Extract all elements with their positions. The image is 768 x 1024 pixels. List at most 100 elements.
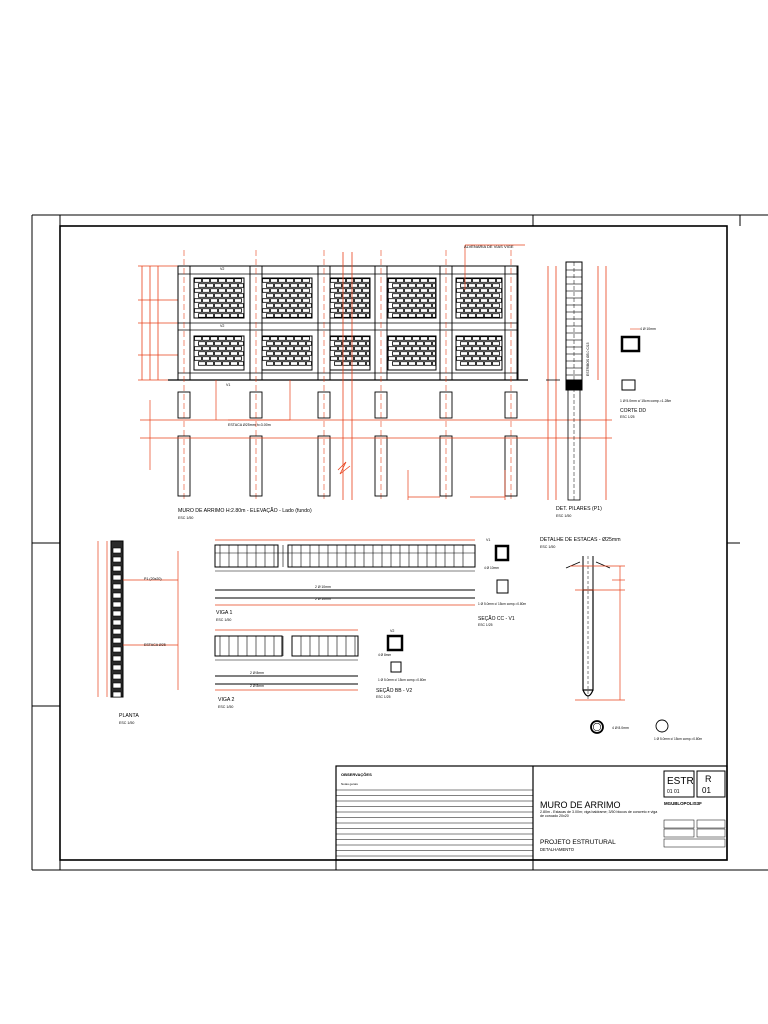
brick: [266, 293, 274, 298]
brick: [416, 283, 424, 288]
brick: [408, 313, 416, 318]
brick: [416, 361, 424, 366]
brick: [456, 356, 464, 361]
brick: [226, 336, 234, 341]
brick: [238, 341, 244, 346]
brick: [346, 298, 354, 303]
brick: [214, 341, 222, 346]
pile-body: [565, 556, 611, 700]
beam-2-detail: 2 Ø 8mm 2 Ø 8mm VIGA 2 ESC 1/50: [214, 629, 359, 709]
brick: [366, 351, 370, 356]
brick: [416, 293, 424, 298]
pile-detail-scale: ESC 1/50: [540, 545, 555, 549]
brick: [472, 288, 480, 293]
brick: [428, 278, 436, 283]
brick: [496, 308, 502, 313]
brick: [290, 313, 298, 318]
plan-mark: [112, 691, 122, 698]
brick: [210, 346, 218, 351]
brick: [424, 293, 432, 298]
brick: [338, 298, 346, 303]
plan-mark: [112, 673, 122, 680]
brick: [210, 336, 218, 341]
brick: [274, 361, 282, 366]
brick: [282, 313, 290, 318]
brick: [358, 303, 366, 308]
brick: [432, 303, 436, 308]
brick: [214, 361, 222, 366]
brick: [346, 288, 354, 293]
brick: [198, 361, 206, 366]
brick: [480, 308, 488, 313]
beam-2-scale: ESC 1/50: [218, 705, 233, 709]
brick: [484, 351, 492, 356]
brick: [210, 298, 218, 303]
brick: [346, 308, 354, 313]
beam-1-bar-bottom: 2 Ø 10mm: [315, 597, 331, 601]
brick: [334, 351, 342, 356]
brick: [420, 278, 428, 283]
brick: [274, 351, 282, 356]
brick: [214, 303, 222, 308]
brick: [460, 303, 468, 308]
plan-mark: [112, 664, 122, 671]
brick: [346, 336, 354, 341]
brick: [416, 351, 424, 356]
brick-panels: [193, 277, 503, 371]
brick: [266, 313, 274, 318]
brick: [408, 293, 416, 298]
pillar-section-ring: [621, 379, 636, 391]
pile-shaft: [439, 435, 453, 497]
brick: [286, 308, 294, 313]
brick: [472, 298, 480, 303]
brick: [238, 361, 244, 366]
brick: [366, 303, 370, 308]
brick: [350, 283, 358, 288]
brick: [270, 298, 278, 303]
brick: [298, 283, 306, 288]
brick: [354, 298, 362, 303]
brick: [476, 283, 484, 288]
brick: [480, 336, 488, 341]
brick: [468, 361, 476, 366]
brick: [366, 361, 370, 366]
brick: [432, 351, 436, 356]
brick: [262, 298, 270, 303]
brick: [234, 346, 242, 351]
brick: [420, 288, 428, 293]
brick: [290, 361, 298, 366]
brick: [230, 313, 238, 318]
brick: [412, 336, 420, 341]
brick: [342, 361, 350, 366]
brick: [330, 336, 338, 341]
plan-mark: [112, 601, 122, 608]
brick: [214, 313, 222, 318]
brick: [334, 283, 342, 288]
brick: [278, 298, 286, 303]
brick: [428, 288, 436, 293]
brick: [400, 303, 408, 308]
pile-cap: [439, 391, 453, 419]
brick: [388, 278, 396, 283]
brick: [194, 298, 202, 303]
brick: [400, 361, 408, 366]
brick: [342, 283, 350, 288]
brick: [194, 346, 202, 351]
elevation-axes: [140, 244, 540, 500]
brick: [290, 293, 298, 298]
brick: [286, 298, 294, 303]
section-bb-title: SEÇÃO BB - V2: [376, 687, 412, 694]
brick: [298, 293, 306, 298]
brick: [428, 346, 436, 351]
section-cc-box: [494, 544, 510, 562]
brick: [306, 351, 312, 356]
brick: [222, 283, 230, 288]
plan-mark: [112, 556, 122, 563]
plan-mark: [112, 610, 122, 617]
brick: [404, 288, 412, 293]
plan-mark: [112, 592, 122, 599]
plan-label-p1: P1 (20x20): [144, 577, 162, 581]
section-cc: V1 4 Ø 10mm 1 Ø 5.0mm c/ 15cm comp.=0.80…: [478, 538, 526, 627]
brick: [274, 303, 282, 308]
brick: [460, 313, 468, 318]
